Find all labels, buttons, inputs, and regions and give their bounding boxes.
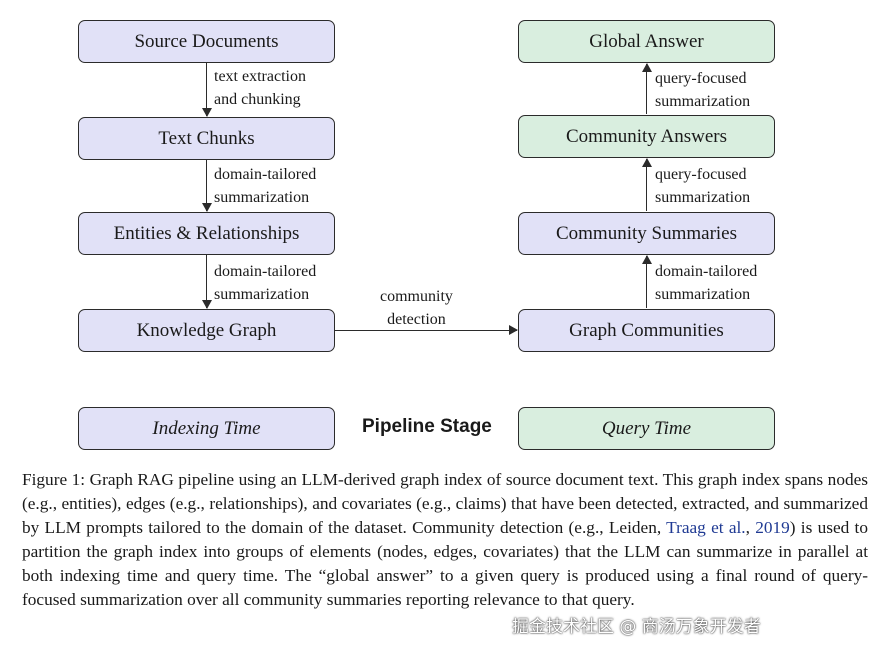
arrow-chunks-to-entities xyxy=(201,160,212,212)
edge-label-line: domain-tailored xyxy=(214,263,317,280)
node-label: Global Answer xyxy=(589,30,704,52)
edge-label-line: summarization xyxy=(214,286,310,303)
edge-label-domain-summarization-2: domain-tailored summarization xyxy=(214,260,316,306)
node-graph-communities: Graph Communities xyxy=(518,309,775,352)
node-community-summaries: Community Summaries xyxy=(518,212,775,255)
node-knowledge-graph: Knowledge Graph xyxy=(78,309,335,352)
arrow-source-to-chunks xyxy=(201,63,212,117)
edge-label-text-extraction: text extraction and chunking xyxy=(214,65,306,111)
edge-label-line: domain-tailored xyxy=(214,166,317,183)
legend-label: Query Time xyxy=(601,417,692,439)
legend-pipeline-stage: Pipeline Stage xyxy=(362,416,492,437)
node-label: Graph Communities xyxy=(569,319,724,341)
edge-label-line: detection xyxy=(387,311,446,328)
edge-label-line: domain-tailored xyxy=(655,263,758,280)
node-label: Text Chunks xyxy=(158,127,255,149)
edge-label-line: query-focused xyxy=(655,166,747,183)
edge-label-line: summarization xyxy=(655,189,751,206)
node-community-answers: Community Answers xyxy=(518,115,775,158)
node-global-answer: Global Answer xyxy=(518,20,775,63)
edge-label-domain-summarization-1: domain-tailored summarization xyxy=(214,163,316,209)
node-entities-relationships: Entities & Relationships xyxy=(78,212,335,255)
edge-label-query-summarization-1: query-focused summarization xyxy=(655,163,750,209)
edge-label-line: community xyxy=(380,288,453,305)
legend-label: Indexing Time xyxy=(152,417,261,439)
node-label: Community Summaries xyxy=(555,222,738,244)
edge-label-line: summarization xyxy=(214,189,310,206)
node-label: Knowledge Graph xyxy=(136,319,277,341)
edge-label-line: query-focused xyxy=(655,70,747,87)
caption-text-1: Figure 1: Graph RAG pipeline using an LL… xyxy=(22,470,868,537)
arrow-entities-to-graph xyxy=(201,255,212,309)
edge-label-community-detection: community detection xyxy=(380,285,453,331)
node-label: Entities & Relationships xyxy=(113,222,300,244)
legend-indexing-time: Indexing Time xyxy=(78,407,335,450)
caption-text-2: ) is used to partition the graph index i… xyxy=(22,518,868,609)
citation-author-link[interactable]: Traag et al. xyxy=(666,518,746,537)
legend-query-time: Query Time xyxy=(518,407,775,450)
arrow-answers-to-global xyxy=(641,63,652,114)
node-label: Source Documents xyxy=(134,30,279,52)
node-source-documents: Source Documents xyxy=(78,20,335,63)
watermark-text: 掘金技术社区 @ 商汤万象开发者 xyxy=(512,617,761,637)
arrow-graph-to-communities xyxy=(335,325,518,335)
arrow-communities-to-summaries xyxy=(641,255,652,308)
edge-label-line: summarization xyxy=(655,286,751,303)
citation-year-link[interactable]: 2019 xyxy=(755,518,790,537)
arrow-summaries-to-answers xyxy=(641,158,652,211)
edge-label-query-summarization-2: query-focused summarization xyxy=(655,67,750,113)
node-label: Community Answers xyxy=(566,125,727,147)
citation-separator: , xyxy=(745,518,756,537)
edge-label-line: and chunking xyxy=(214,91,301,108)
figure-caption: Figure 1: Graph RAG pipeline using an LL… xyxy=(22,468,868,612)
edge-label-line: text extraction xyxy=(214,68,306,85)
edge-label-line: summarization xyxy=(655,93,751,110)
node-text-chunks: Text Chunks xyxy=(78,117,335,160)
edge-label-domain-summarization-3: domain-tailored summarization xyxy=(655,260,757,306)
